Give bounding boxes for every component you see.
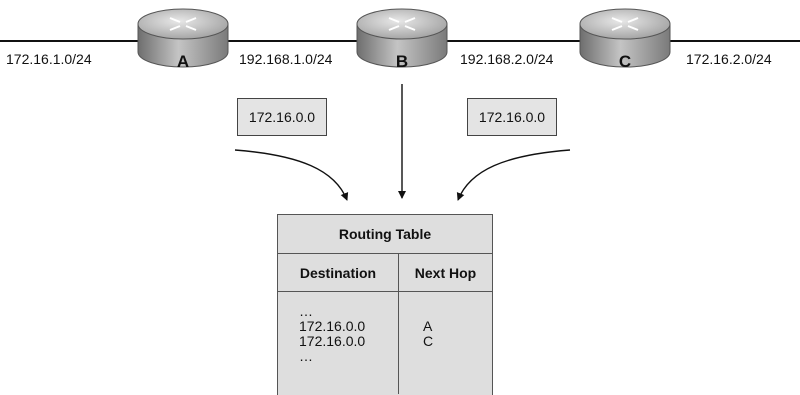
advertisement-from-a: 172.16.0.0 [237,98,327,136]
router-a-label: A [176,52,190,71]
destination-column: … 172.16.0.0 172.16.0.0 … [278,292,399,394]
table-row-next-hop [423,304,492,319]
router-b-icon [356,8,448,68]
router-c-label: C [618,52,632,71]
network-label-bc: 192.168.2.0/24 [460,51,554,67]
network-label-right: 172.16.2.0/24 [686,51,772,67]
table-row-destination: 172.16.0.0 [299,318,366,334]
table-row-next-hop: A [423,318,433,334]
router-a-icon [137,8,229,68]
routing-table-header: Destination Next Hop [278,254,492,292]
network-label-left: 172.16.1.0/24 [6,51,92,67]
router-c-icon [579,8,671,68]
table-row-destination: … [299,303,313,319]
routing-table-body: … 172.16.0.0 172.16.0.0 … A C [278,292,492,394]
advertisement-from-c: 172.16.0.0 [467,98,557,136]
table-row-destination: 172.16.0.0 [299,333,366,349]
table-row-next-hop: C [423,333,434,349]
table-row-destination: … [299,348,313,364]
header-next-hop: Next Hop [414,264,477,281]
routing-table-title: Routing Table [278,215,492,254]
table-row-next-hop [423,349,492,364]
router-b-label: B [395,52,409,71]
advertisement-from-c-text: 172.16.0.0 [478,109,546,125]
network-label-ab: 192.168.1.0/24 [239,51,333,67]
arrow-from-c [456,149,571,201]
header-destination: Destination [278,254,399,291]
advertisement-from-a-text: 172.16.0.0 [248,109,316,125]
routing-table: Routing Table Destination Next Hop … 172… [277,214,493,395]
arrow-from-a [234,149,349,201]
next-hop-column: A C [399,292,492,394]
